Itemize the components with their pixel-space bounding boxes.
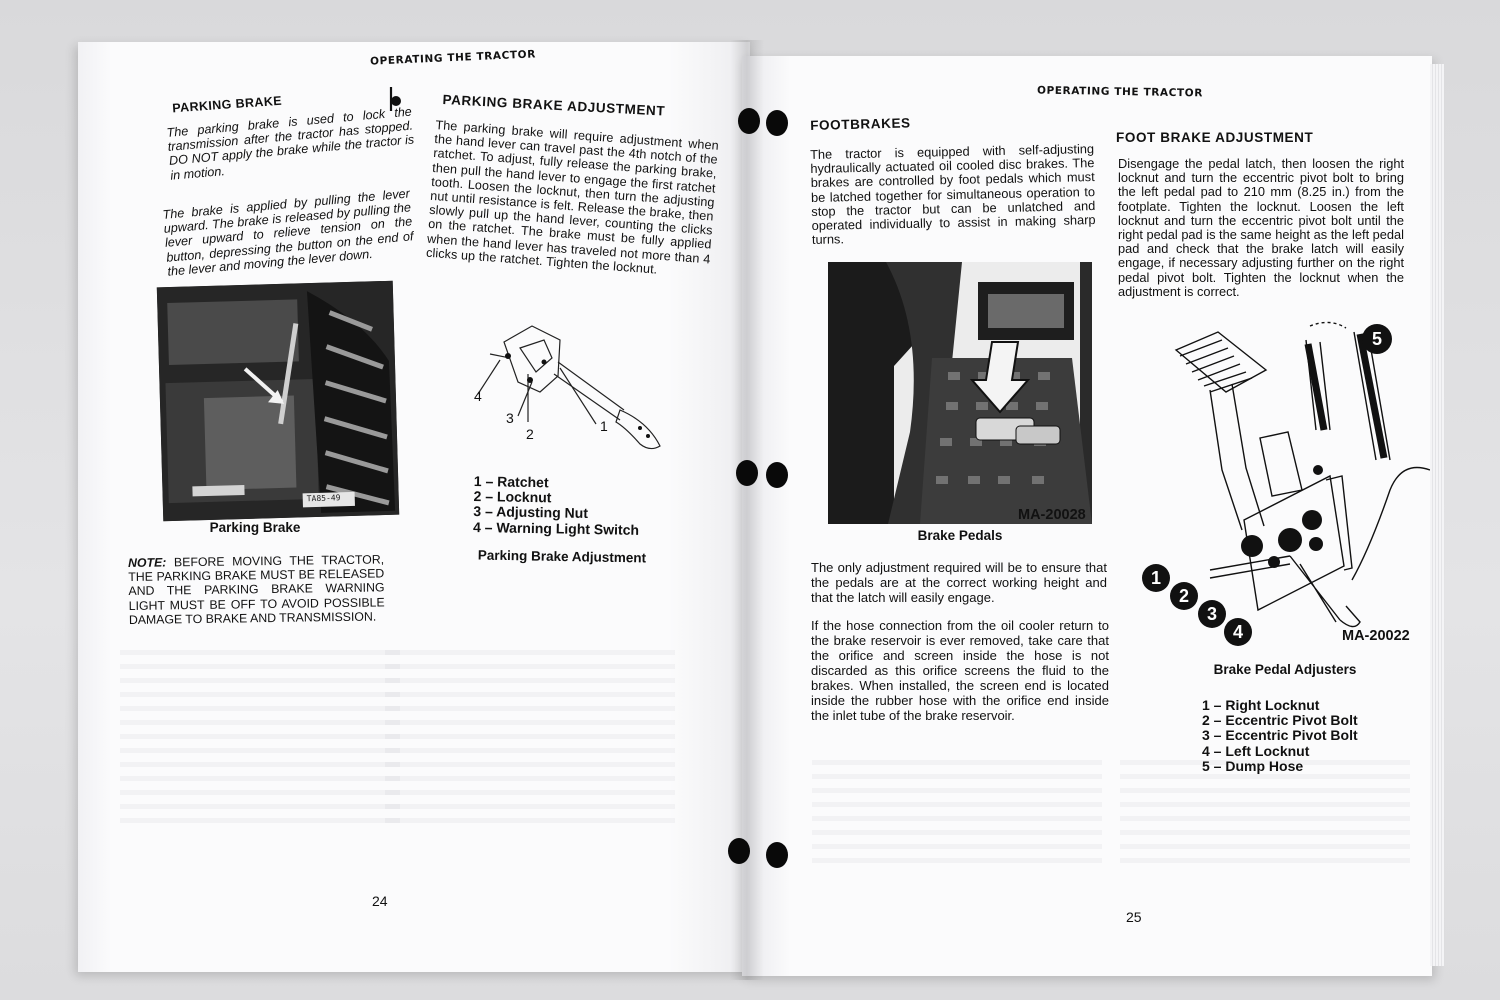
figure-code-right: MA-20022: [1342, 628, 1410, 644]
page-stack-edge: [1430, 64, 1444, 966]
note-text: Before moving the tractor, the parking b…: [128, 552, 385, 627]
footbrakes-para-2: The only adjustment required will be to …: [811, 560, 1107, 605]
list-item: 4 – Warning Light Switch: [472, 518, 640, 538]
brake-pedals-caption: Brake Pedals: [917, 528, 1003, 543]
callout-1-icon: 1: [1142, 564, 1170, 592]
spine-gutter: [730, 40, 764, 980]
brake-pedal-adjusters-caption: Brake Pedal Adjusters: [1213, 662, 1357, 677]
diagram-callout-4: 4: [474, 388, 482, 404]
brake-pedals-photo: MA-20028: [828, 262, 1092, 524]
footbrakes-heading: FOOTBRAKES: [810, 115, 911, 133]
parking-brake-adjustment-diagram: 3 2 4 1: [470, 318, 670, 458]
parking-brake-caption: Parking Brake: [209, 520, 301, 535]
callout-4-icon: 4: [1224, 618, 1252, 646]
bleed-through-left-2: [385, 650, 675, 830]
diagram-callout-3: 3: [506, 410, 514, 426]
brake-pedal-parts-list: 1 – Right Locknut 2 – Eccentric Pivot Bo…: [1202, 697, 1358, 774]
parking-brake-adjustment-para: The parking brake will require adjustmen…: [425, 118, 720, 277]
bleed-through-left: [120, 650, 400, 830]
footbrakes-para-3: If the hose connection from the oil cool…: [811, 618, 1109, 723]
binder-hole: [766, 842, 788, 868]
callout-3-icon: 3: [1198, 600, 1226, 628]
binder-hole: [738, 108, 760, 134]
binder-hole: [766, 110, 788, 136]
page-number-25: 25: [1126, 909, 1142, 925]
diagram-callout-2: 2: [526, 426, 534, 442]
bleed-through-right-2: [1120, 760, 1410, 870]
list-item: 2 – Eccentric Pivot Bolt: [1202, 712, 1358, 729]
binder-hole: [736, 460, 758, 486]
callout-2-icon: 2: [1170, 582, 1198, 610]
warning-indicator-icon: [385, 86, 405, 112]
parking-brake-parts-list: 1 – Ratchet 2 – Locknut 3 – Adjusting Nu…: [472, 473, 640, 538]
list-item: 3 – Eccentric Pivot Bolt: [1202, 727, 1358, 744]
photo-code-left: TA85-49: [306, 493, 341, 504]
list-item: 4 – Left Locknut: [1202, 742, 1310, 759]
binder-hole: [766, 462, 788, 488]
binder-hole: [728, 838, 750, 864]
list-item: 1 – Right Locknut: [1202, 697, 1320, 713]
callout-5-icon: 5: [1362, 324, 1392, 354]
photo-code-right: MA-20028: [1018, 507, 1086, 523]
diagram-callout-1: 1: [600, 418, 608, 434]
page-number-24: 24: [372, 893, 388, 909]
foot-brake-adjustment-heading: FOOT BRAKE ADJUSTMENT: [1116, 130, 1314, 145]
list-item: 5 – Dump Hose: [1202, 757, 1304, 774]
note-label: NOTE:: [128, 555, 167, 570]
footbrakes-para: The tractor is equipped with self-adjust…: [809, 141, 1096, 248]
parking-brake-photo: TA85-49: [156, 280, 400, 522]
brake-pedal-adjusters-diagram: 1 2 3 4 5 MA-20022: [1140, 320, 1431, 650]
bleed-through-right: [812, 760, 1102, 870]
foot-brake-adjustment-para: Disengage the pedal latch, then loosen t…: [1118, 156, 1404, 299]
parking-brake-note: NOTE: Before moving the tractor, the par…: [128, 552, 385, 627]
